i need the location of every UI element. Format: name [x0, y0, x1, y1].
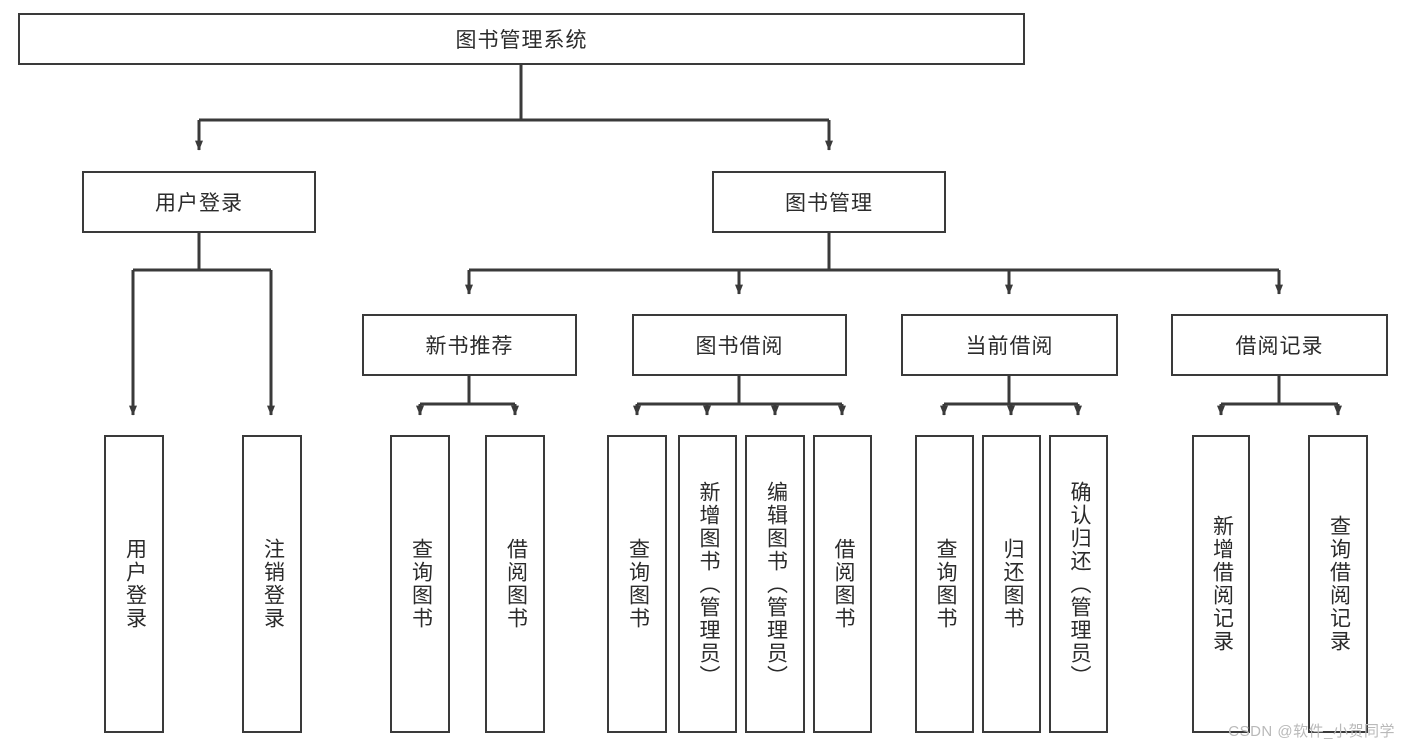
leaf-edit-book[interactable]: 编辑图书（管理员）	[745, 435, 805, 733]
leaf-confirm-return[interactable]: 确认归还（管理员）	[1049, 435, 1108, 733]
leaf-add-record[interactable]: 新增借阅记录	[1192, 435, 1250, 733]
leaf-return-book[interactable]: 归还图书	[982, 435, 1041, 733]
leaf-query-book-2[interactable]: 查询图书	[607, 435, 667, 733]
node-current-borrow[interactable]: 当前借阅	[901, 314, 1118, 376]
node-root[interactable]: 图书管理系统	[18, 13, 1025, 65]
leaf-query-record[interactable]: 查询借阅记录	[1308, 435, 1368, 733]
node-book-management[interactable]: 图书管理	[712, 171, 946, 233]
node-user-login[interactable]: 用户登录	[82, 171, 316, 233]
node-book-borrow[interactable]: 图书借阅	[632, 314, 847, 376]
leaf-borrow-book-1[interactable]: 借阅图书	[485, 435, 545, 733]
leaf-query-book-3[interactable]: 查询图书	[915, 435, 974, 733]
leaf-logout[interactable]: 注销登录	[242, 435, 302, 733]
leaf-borrow-book-2[interactable]: 借阅图书	[813, 435, 872, 733]
leaf-user-login[interactable]: 用户登录	[104, 435, 164, 733]
leaf-query-book-1[interactable]: 查询图书	[390, 435, 450, 733]
node-borrow-record[interactable]: 借阅记录	[1171, 314, 1388, 376]
leaf-add-book[interactable]: 新增图书（管理员）	[678, 435, 737, 733]
watermark: CSDN @软件_小贺同学	[1228, 723, 1395, 740]
node-new-book-recommend[interactable]: 新书推荐	[362, 314, 577, 376]
